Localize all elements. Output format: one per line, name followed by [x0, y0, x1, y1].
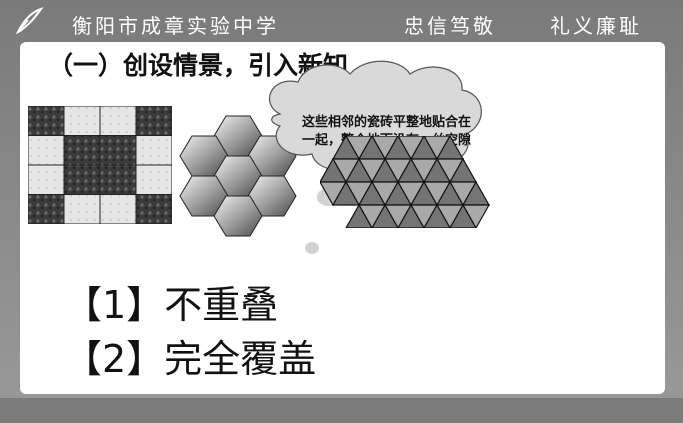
triangle-tile-pattern	[320, 136, 491, 228]
slide-content: （一）创设情景，引入新知	[20, 42, 665, 394]
hexagon-tile-pattern	[179, 115, 297, 237]
quill-pen-icon	[15, 7, 44, 35]
bottom-strip	[0, 398, 683, 423]
school-name: 衡阳市成章实验中学	[72, 14, 279, 38]
header-banner: 衡阳市成章实验中学 忠信笃敬 礼义廉耻	[0, 0, 683, 44]
motto-2: 礼义廉耻	[550, 14, 642, 38]
point-2: 【2】完全覆盖	[64, 337, 317, 381]
point-1: 【1】不重叠	[64, 283, 279, 327]
square-tile-pattern	[28, 106, 172, 224]
slide-title: （一）创设情景，引入新知	[48, 51, 349, 80]
motto-1: 忠信笃敬	[404, 14, 496, 38]
